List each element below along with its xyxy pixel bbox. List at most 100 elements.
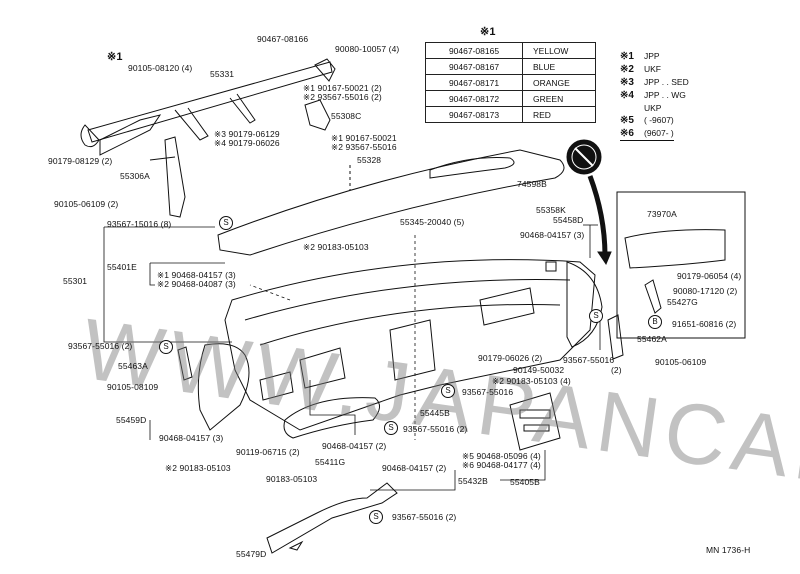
part-number: 90467-08167 [425,58,523,75]
part-label: 55306A [120,171,150,181]
leader-lines [103,224,601,491]
legend-text: JPP [644,51,660,61]
part-label: 55462A [637,334,667,344]
legend-text: JPP . . SED [644,77,689,87]
note-marker: ※1 [107,51,123,63]
cluster-finish-panel-55411G [283,397,380,439]
part-label: ※2 93567-55016 (2) [303,92,382,102]
legend-key: ※3 [620,77,634,88]
legend-key: ※5 [620,115,634,126]
color-name: BLUE [522,58,596,75]
part-label: 55458D [553,215,584,225]
part-number: 90467-08165 [425,42,523,59]
part-label: 90080-17120 (2) [673,286,738,296]
part-label: 55308C [331,111,362,121]
part-number: 90467-08171 [425,74,523,91]
legend-text: ( -9607) [644,115,674,125]
instrument-panel-upper-pad [217,149,565,256]
part-label: 55301 [63,276,88,286]
part-label: 90183-05103 [266,474,318,484]
glove-box-door-55458D [545,261,603,348]
part-label: 73970A [647,209,677,219]
part-label: 90105-06109 [655,357,707,367]
part-label: ※2 90183-05103 [165,463,231,473]
part-label: 90468-04157 (3) [520,230,585,240]
color-name: GREEN [522,90,596,107]
part-label: 55445B [420,408,450,418]
screw-symbol-s: S [589,309,603,323]
part-label: 90468-04157 (2) [322,441,387,451]
color-name: YELLOW [522,42,596,59]
part-label: 93567-55016 (2) [392,512,457,522]
part-label: 90105-08109 [107,382,159,392]
legend-item: ※3 JPP . . SED [620,76,689,89]
part-label: 90179-08129 (2) [48,156,113,166]
screw-symbol-s: S [441,384,455,398]
legend-text: UKF [644,64,661,74]
part-number: 90467-08172 [425,90,523,107]
part-label: 55328 [357,155,382,165]
part-label: ※1 90468-04157 (3) [157,270,236,280]
screw-symbol-s: S [159,340,173,354]
legend-key: ※2 [620,64,634,75]
legend-key: ※6 [620,128,634,139]
lower-cover-55459D [197,343,250,431]
instrument-panel-55301 [224,259,596,431]
part-label: (2) [611,365,622,375]
part-label: 55405B [510,477,540,487]
part-label: 90105-06109 (2) [54,199,119,209]
legend-item: ※1 JPP [620,50,689,63]
part-label: 55463A [118,361,148,371]
legend-key: ※4 [620,90,634,101]
part-label: 90149-50032 [513,365,565,375]
part-label: 90179-06054 (4) [677,271,742,281]
part-label: 55345-20040 (5) [400,217,465,227]
part-label: ※2 90468-04087 (3) [157,279,236,289]
part-label: 90467-08166 [257,34,309,44]
part-label: ※2 90183-05103 [303,242,369,252]
legend-item: ※6(9607- ) [620,127,674,141]
screw-symbol-s: S [369,510,383,524]
part-label: 55358K [536,205,566,215]
color-name: ORANGE [522,74,596,91]
bracket-55462A [607,314,624,360]
part-label: 90105-08120 (4) [128,63,193,73]
part-label: 55331 [210,69,235,79]
part-label: ※6 90468-04177 (4) [462,460,541,470]
legend-item: UKP [620,102,689,114]
part-label: ※3 90179-06129 [214,129,280,139]
part-label: 93567-55016 (2) [403,424,468,434]
part-label: 93567-55016 [462,387,514,397]
bracket-55306A [149,136,186,218]
part-label: 55427G [667,297,698,307]
part-label: ※1 90167-50021 (2) [303,83,382,93]
part-label: ※2 93567-55016 [331,142,397,152]
part-label: 55432B [458,476,488,486]
part-label: 93567-15016 (8) [107,219,172,229]
part-label: 93567-55016 [563,355,615,365]
center-cluster-55405B [509,392,561,451]
part-label: ※2 90183-05103 (4) [492,376,571,386]
legend-text: UKP [644,103,662,113]
color-table-title: ※1 [480,26,496,38]
part-label: 55459D [116,415,147,425]
bracket-55463A [177,346,193,381]
legend-key: ※1 [620,51,634,62]
part-label: 74598B [517,179,547,189]
warning-label-74598B [566,139,612,266]
part-label: ※5 90468-05096 (4) [462,451,541,461]
screw-symbol-s: S [384,421,398,435]
under-cover-55432B [266,482,398,554]
color-name: RED [522,106,596,123]
bolt-symbol-b: B [648,315,662,329]
part-number: 90467-08173 [425,106,523,123]
